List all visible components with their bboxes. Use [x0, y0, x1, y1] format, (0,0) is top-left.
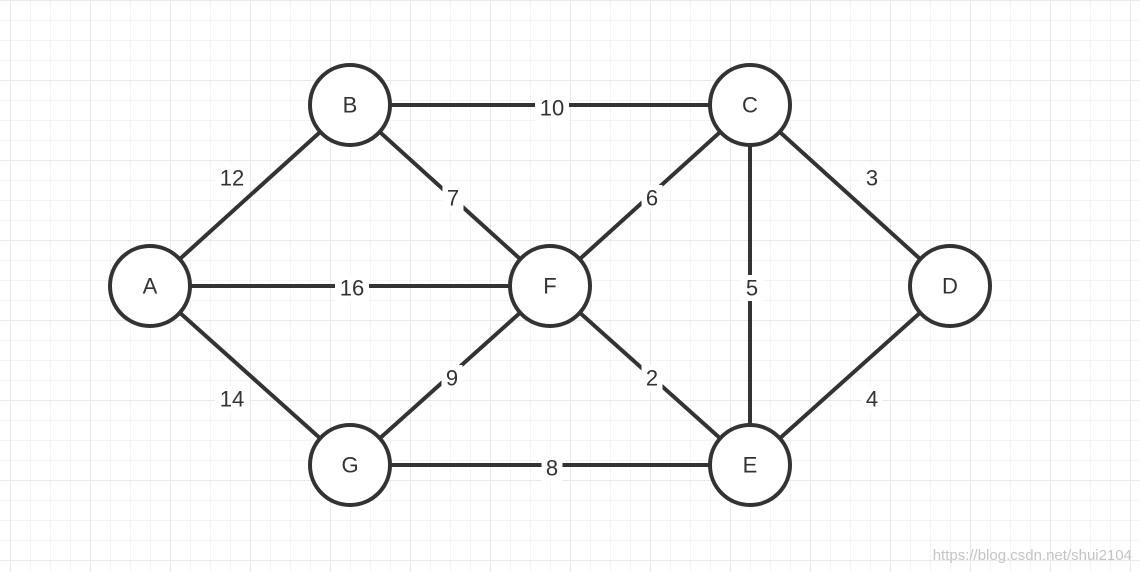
edge-weight-bg: [441, 365, 463, 391]
edges-layer: 12 16 14 10 7 6 9 2 5 3 8 4: [148, 95, 952, 481]
node-circle: [708, 63, 792, 147]
node-a: A: [108, 244, 192, 328]
edge-weight-bg: [215, 386, 249, 412]
edge-weight-a-b: 12: [220, 166, 244, 191]
edge-weight-bg: [741, 275, 763, 301]
edge-weight-bg: [442, 185, 464, 211]
edge-weight-c-d: 3: [866, 166, 878, 191]
node-b: B: [308, 63, 392, 147]
node-label-d: D: [942, 274, 958, 299]
node-e: E: [708, 423, 792, 507]
edge-a-b: [148, 103, 352, 288]
edge-weight-a-f: 16: [340, 276, 364, 301]
node-circle: [108, 244, 192, 328]
edge-weight-bg: [861, 165, 883, 191]
node-circle: [708, 423, 792, 507]
node-label-a: A: [143, 274, 158, 299]
edge-weight-b-f: 7: [447, 186, 459, 211]
node-d: D: [908, 244, 992, 328]
node-circle: [308, 63, 392, 147]
nodes-layer: A B C D E F G: [108, 63, 992, 507]
edge-weight-f-c: 6: [646, 186, 658, 211]
node-f: F: [508, 244, 592, 328]
edge-weight-bg: [861, 386, 883, 412]
edge-weight-g-e: 8: [546, 456, 558, 481]
edge-weight-bg: [215, 165, 249, 191]
edge-a-g: [148, 284, 352, 467]
node-c: C: [708, 63, 792, 147]
node-label-e: E: [743, 453, 758, 478]
edge-weight-bg: [641, 185, 663, 211]
edge-weight-bg: [535, 95, 569, 121]
edge-weight-f-g: 9: [446, 366, 458, 391]
node-g: G: [308, 423, 392, 507]
edge-weight-a-g: 14: [220, 387, 244, 412]
node-label-f: F: [543, 274, 556, 299]
edge-weight-bg: [641, 365, 663, 391]
edge-weight-c-e: 5: [746, 276, 758, 301]
watermark: https://blog.csdn.net/shui2104: [932, 547, 1132, 564]
node-circle: [308, 423, 392, 507]
edge-weight-f-e: 2: [646, 366, 658, 391]
node-label-b: B: [343, 93, 358, 118]
node-label-g: G: [341, 453, 358, 478]
node-label-c: C: [742, 93, 758, 118]
edge-weight-bg: [335, 275, 369, 301]
edge-c-d: [748, 103, 952, 288]
edge-weight-e-d: 4: [866, 387, 878, 412]
edge-e-d: [748, 284, 952, 467]
node-circle: [508, 244, 592, 328]
edge-weight-b-c: 10: [540, 96, 564, 121]
node-circle: [908, 244, 992, 328]
edge-weight-bg: [541, 455, 563, 481]
